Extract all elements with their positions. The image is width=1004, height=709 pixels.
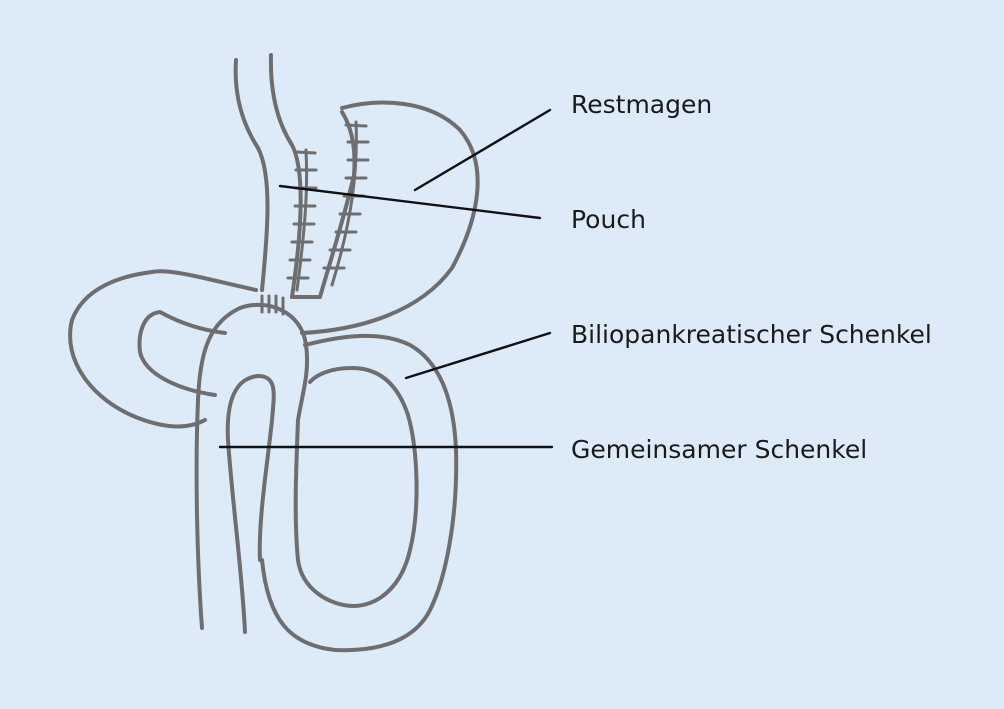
label-gemeinsamer-schenkel: Gemeinsamer Schenkel xyxy=(571,435,868,464)
bp-limb-outer xyxy=(260,333,459,653)
leader-pouch xyxy=(278,184,542,220)
esophagus-right-wall xyxy=(268,53,357,299)
esophagus-left-wall xyxy=(233,58,270,292)
leader-biliopankreatischer-schenkel xyxy=(404,331,552,380)
label-biliopankreatischer-schenkel: Biliopankreatischer Schenkel xyxy=(571,320,932,349)
label-restmagen: Restmagen xyxy=(571,90,713,119)
label-pouch: Pouch xyxy=(571,205,646,234)
bp-limb-inner xyxy=(293,366,419,608)
roux-limb-outer xyxy=(194,302,310,630)
staple-line-pouch xyxy=(295,148,309,292)
roux-limb-inner xyxy=(225,374,276,634)
remnant-stomach xyxy=(300,100,480,335)
duodenum-outer xyxy=(68,269,258,429)
staple-marks xyxy=(260,123,370,316)
duodenum-inner xyxy=(137,310,227,397)
leader-restmagen xyxy=(413,108,552,192)
